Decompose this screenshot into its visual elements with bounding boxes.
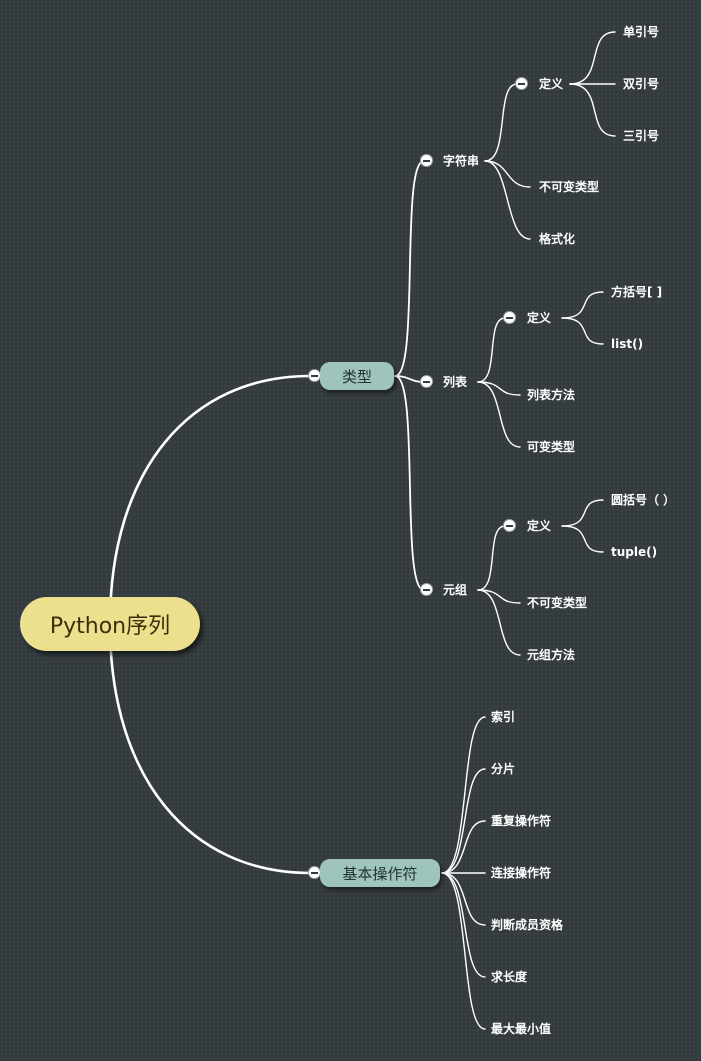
node-list[interactable]: 列表: [443, 375, 468, 389]
edge-types-list: [394, 375, 425, 383]
node-op-slice[interactable]: 分片: [491, 762, 516, 776]
node-op-repeat[interactable]: 重复操作符: [491, 814, 552, 828]
node-tuple-func[interactable]: tuple(): [611, 545, 658, 559]
node-single-quote[interactable]: 单引号: [623, 25, 660, 39]
node-tuple[interactable]: 元组: [443, 583, 468, 597]
node-op-index[interactable]: 索引: [491, 710, 516, 724]
edge-string-format: [484, 160, 531, 240]
edge-strdef-triple: [569, 83, 616, 137]
node-list-methods[interactable]: 列表方法: [527, 388, 576, 402]
node-square-brackets[interactable]: 方括号[ ]: [611, 285, 663, 299]
node-op-length[interactable]: 求长度: [491, 970, 528, 984]
node-op-concat[interactable]: 连接操作符: [491, 866, 552, 880]
edge-string-immutable: [484, 160, 531, 188]
node-parentheses[interactable]: 圆括号（ ）: [611, 493, 676, 507]
edge-op-member: [441, 872, 486, 926]
node-list-definition[interactable]: 定义: [527, 311, 552, 325]
edge-tuple-methods: [477, 589, 521, 656]
collapse-tuple-icon[interactable]: [421, 584, 432, 595]
branch-operators[interactable]: 基本操作符: [320, 859, 440, 887]
collapse-types-icon[interactable]: [309, 370, 320, 381]
node-string[interactable]: 字符串: [443, 154, 480, 168]
root-label: Python序列: [49, 614, 171, 639]
edge-tuple-immutable: [477, 589, 521, 604]
edge-op-index: [441, 716, 486, 874]
node-op-minmax[interactable]: 最大最小值: [491, 1022, 552, 1036]
edge-op-minmax: [441, 872, 486, 1030]
node-tuple-methods[interactable]: 元组方法: [527, 648, 576, 662]
edge-tuple-definition: [477, 525, 506, 591]
node-string-format[interactable]: 格式化: [539, 232, 576, 246]
collapse-list-definition-icon[interactable]: [504, 312, 515, 323]
collapse-string-icon[interactable]: [421, 155, 432, 166]
edge-string-definition: [484, 83, 518, 162]
branch-types-label: 类型: [341, 367, 372, 386]
edge-listdef-func: [561, 317, 604, 345]
edge-op-slice: [441, 768, 486, 874]
collapse-string-definition-icon[interactable]: [516, 78, 527, 89]
collapse-tuple-definition-icon[interactable]: [504, 520, 515, 531]
edge-list-definition: [477, 317, 506, 383]
branch-operators-label: 基本操作符: [342, 864, 418, 883]
collapse-list-icon[interactable]: [421, 376, 432, 387]
root-node[interactable]: Python序列: [20, 597, 200, 651]
branch-types[interactable]: 类型: [320, 362, 394, 390]
edge-strdef-single: [569, 31, 616, 85]
edge-root-operators: [108, 622, 312, 875]
edge-list-mutable: [477, 381, 521, 448]
node-tuple-definition[interactable]: 定义: [527, 519, 552, 533]
edge-types-string: [394, 160, 425, 377]
node-string-definition[interactable]: 定义: [539, 77, 564, 91]
edge-tupledef-func: [561, 525, 604, 553]
node-triple-quote[interactable]: 三引号: [623, 129, 660, 143]
edge-root-types: [108, 374, 312, 626]
node-tuple-immutable[interactable]: 不可变类型: [527, 596, 588, 610]
edge-tupledef-paren: [561, 499, 604, 527]
node-string-immutable[interactable]: 不可变类型: [539, 180, 600, 194]
edge-op-length: [441, 872, 486, 978]
node-double-quote[interactable]: 双引号: [623, 77, 660, 91]
edge-op-repeat: [441, 820, 486, 874]
edge-listdef-brackets: [561, 291, 604, 319]
node-list-func[interactable]: list(): [611, 337, 644, 351]
edge-types-tuple: [394, 375, 425, 591]
collapse-operators-icon[interactable]: [309, 867, 320, 878]
node-list-mutable[interactable]: 可变类型: [527, 440, 576, 454]
edge-list-methods: [477, 381, 521, 396]
node-op-membership[interactable]: 判断成员资格: [491, 918, 564, 932]
